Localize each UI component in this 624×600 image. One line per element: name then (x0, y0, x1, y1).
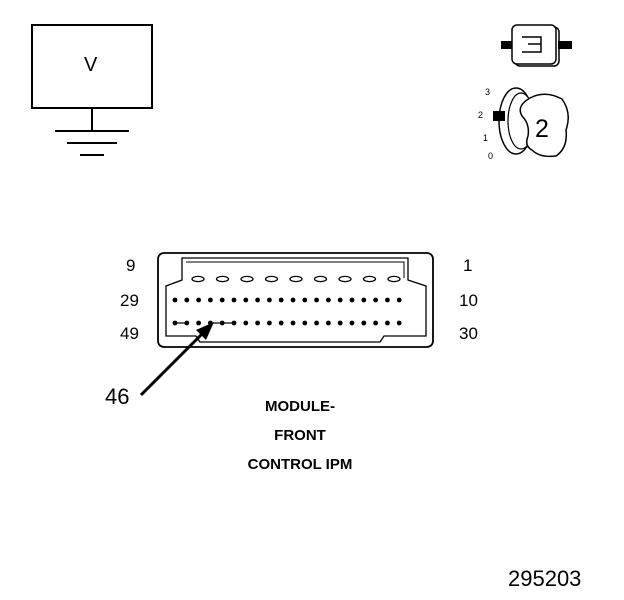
pin-label-30: 30 (459, 324, 478, 343)
pin-slot (191, 275, 205, 283)
pin-label-1: 1 (463, 256, 473, 275)
pin-label-49: 49 (120, 324, 139, 343)
pin-row-middle (172, 297, 402, 303)
pin-dot (326, 297, 331, 303)
pin-dot (278, 320, 284, 326)
pin-slot (362, 275, 377, 283)
pin-dot (396, 297, 402, 303)
pin-dot (231, 297, 237, 303)
pin-dot (290, 320, 296, 326)
pin-dot (208, 297, 213, 303)
pin-dot (243, 297, 249, 303)
pin-label-29: 29 (120, 291, 139, 310)
pin-dot (349, 297, 355, 303)
pin-dot (385, 320, 390, 326)
pin-dot (314, 297, 319, 303)
pin-dot (373, 320, 378, 326)
pin-dot (184, 297, 190, 303)
ignition-key-icon (493, 87, 569, 158)
figure-number: 295203 (508, 566, 582, 591)
pin-slot (215, 275, 230, 283)
voltmeter-symbol (31, 24, 153, 156)
pin-dot (172, 297, 178, 303)
title-line-3: CONTROL IPM (247, 456, 353, 473)
pin-dot (396, 320, 402, 326)
pin-row-top (191, 275, 401, 283)
pin-dot (373, 297, 378, 303)
pin-dot (290, 297, 296, 303)
pin-dot (349, 320, 355, 326)
key-selected-position: 2 (535, 115, 549, 143)
pin-dot (255, 297, 260, 303)
pin-dot (326, 320, 331, 326)
pin-dot (255, 320, 260, 326)
pin-dot (267, 320, 272, 326)
pin-dot (243, 320, 249, 326)
pin-dot (314, 320, 319, 326)
title-line-1: MODULE- (265, 398, 335, 415)
pin-slot (240, 275, 254, 283)
pin-slot (387, 275, 401, 283)
pin-dot (302, 297, 308, 303)
pin-dot (361, 297, 367, 303)
pin-slot (338, 275, 352, 283)
pin-dot (196, 320, 202, 326)
pin-slot (313, 275, 328, 283)
pin-dot (337, 297, 343, 303)
key-position-1: 1 (483, 133, 489, 143)
pin-dot (337, 320, 343, 326)
pin-dot (302, 320, 308, 326)
pin-dot (219, 297, 225, 303)
pin-label-10: 10 (459, 291, 478, 310)
pin-dot (196, 297, 202, 303)
connector-disconnected-icon (501, 24, 572, 67)
callout-pin-label: 46 (105, 384, 130, 409)
pin-dot (267, 297, 272, 303)
voltmeter-label: V (84, 54, 98, 76)
pin-slot (289, 275, 303, 283)
pin-slot (264, 275, 279, 283)
pin-dot (278, 297, 284, 303)
pin-dot (361, 320, 367, 326)
key-position-2: 2 (478, 110, 484, 120)
pin-label-9: 9 (126, 256, 136, 275)
key-position-3: 3 (485, 87, 491, 97)
title-line-2: FRONT (274, 427, 326, 444)
pin-dot (184, 320, 190, 326)
key-position-0: 0 (488, 151, 494, 161)
pin-46-callout-arrow (139, 322, 214, 397)
pin-row-bottom (172, 320, 402, 326)
pin-dot (385, 297, 390, 303)
